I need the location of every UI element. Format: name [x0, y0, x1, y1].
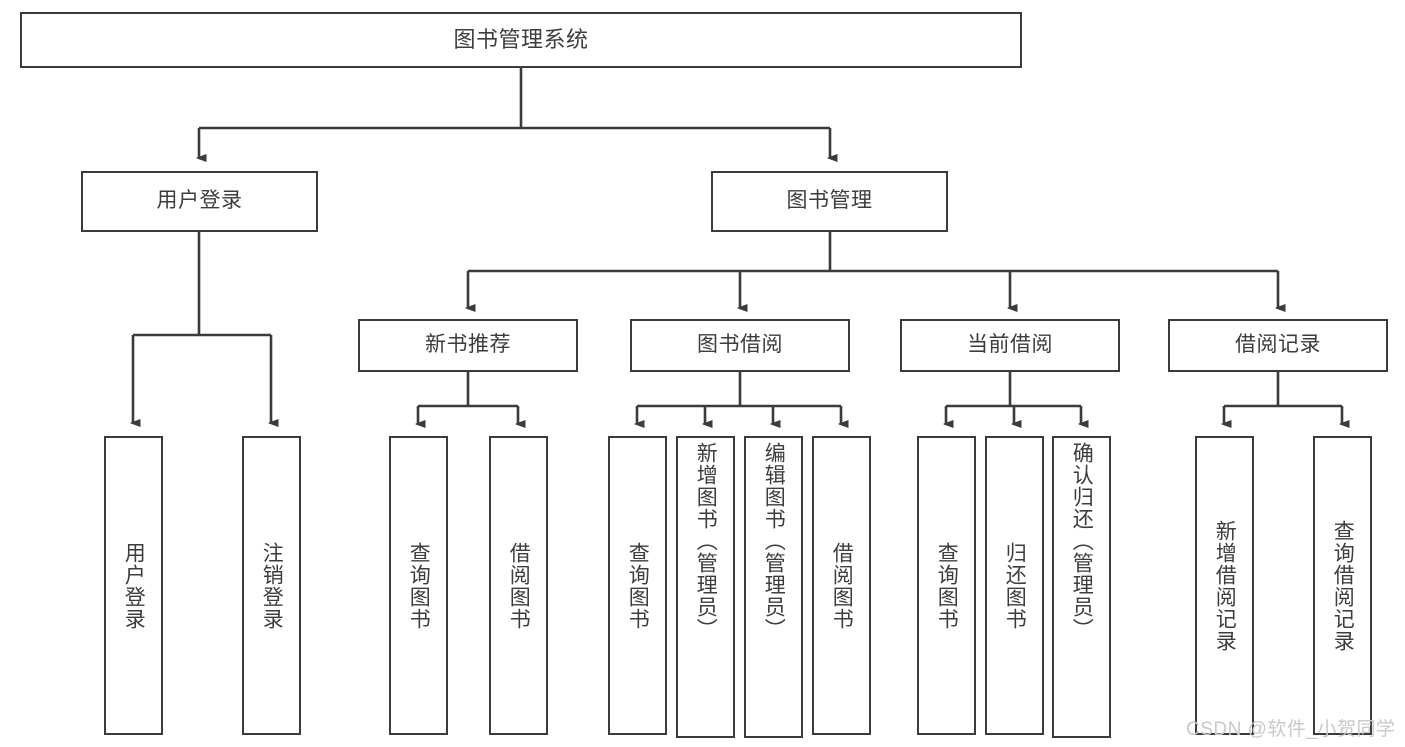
leaf-edit-book-admin[interactable]: 编辑图书（管理员）	[744, 436, 803, 738]
node-label: 当前借阅	[967, 333, 1053, 357]
node-label: 新增图书（管理员）	[694, 442, 718, 640]
node-borrow-records[interactable]: 借阅记录	[1168, 319, 1388, 372]
leaf-add-borrow-record[interactable]: 新增借阅记录	[1195, 436, 1254, 735]
leaf-query-book-current[interactable]: 查询图书	[917, 436, 976, 735]
node-root-system[interactable]: 图书管理系统	[20, 12, 1022, 68]
node-user-login[interactable]: 用户登录	[81, 171, 318, 232]
node-label: 图书借阅	[697, 333, 783, 357]
node-label: 用户登录	[156, 189, 243, 213]
leaf-query-borrow-record[interactable]: 查询借阅记录	[1313, 436, 1372, 735]
node-label: 查询借阅记录	[1331, 519, 1355, 652]
node-label: 归还图书	[1003, 541, 1027, 630]
node-book-borrow[interactable]: 图书借阅	[630, 319, 850, 372]
node-label: 查询图书	[407, 541, 431, 630]
node-label: 借阅图书	[507, 541, 531, 630]
leaf-add-book-admin[interactable]: 新增图书（管理员）	[676, 436, 735, 738]
node-label: 查询图书	[626, 541, 650, 630]
leaf-query-book-recommend[interactable]: 查询图书	[389, 436, 448, 735]
leaf-borrow-book[interactable]: 借阅图书	[812, 436, 871, 735]
node-label: 借阅记录	[1235, 333, 1321, 357]
node-book-management[interactable]: 图书管理	[711, 171, 948, 232]
leaf-logout[interactable]: 注销登录	[242, 436, 301, 735]
watermark: CSDN @软件_小贺同学	[1186, 719, 1396, 740]
node-label: 注销登录	[260, 541, 284, 630]
node-label: 查询图书	[935, 541, 959, 630]
node-label: 新书推荐	[425, 333, 511, 357]
node-new-book-recommend[interactable]: 新书推荐	[358, 319, 578, 372]
node-current-borrow[interactable]: 当前借阅	[900, 319, 1120, 372]
leaf-query-book-borrow[interactable]: 查询图书	[608, 436, 667, 735]
node-label: 借阅图书	[830, 541, 854, 630]
node-label: 新增借阅记录	[1213, 519, 1237, 652]
leaf-return-book[interactable]: 归还图书	[985, 436, 1044, 735]
node-label: 用户登录	[122, 541, 146, 630]
node-label: 图书管理	[786, 189, 873, 213]
node-label: 确认归还（管理员）	[1070, 442, 1094, 640]
node-label: 图书管理系统	[453, 27, 589, 53]
leaf-user-login[interactable]: 用户登录	[104, 436, 163, 735]
leaf-confirm-return-admin[interactable]: 确认归还（管理员）	[1052, 436, 1111, 738]
leaf-borrow-book-recommend[interactable]: 借阅图书	[489, 436, 548, 735]
node-label: 编辑图书（管理员）	[762, 442, 786, 640]
